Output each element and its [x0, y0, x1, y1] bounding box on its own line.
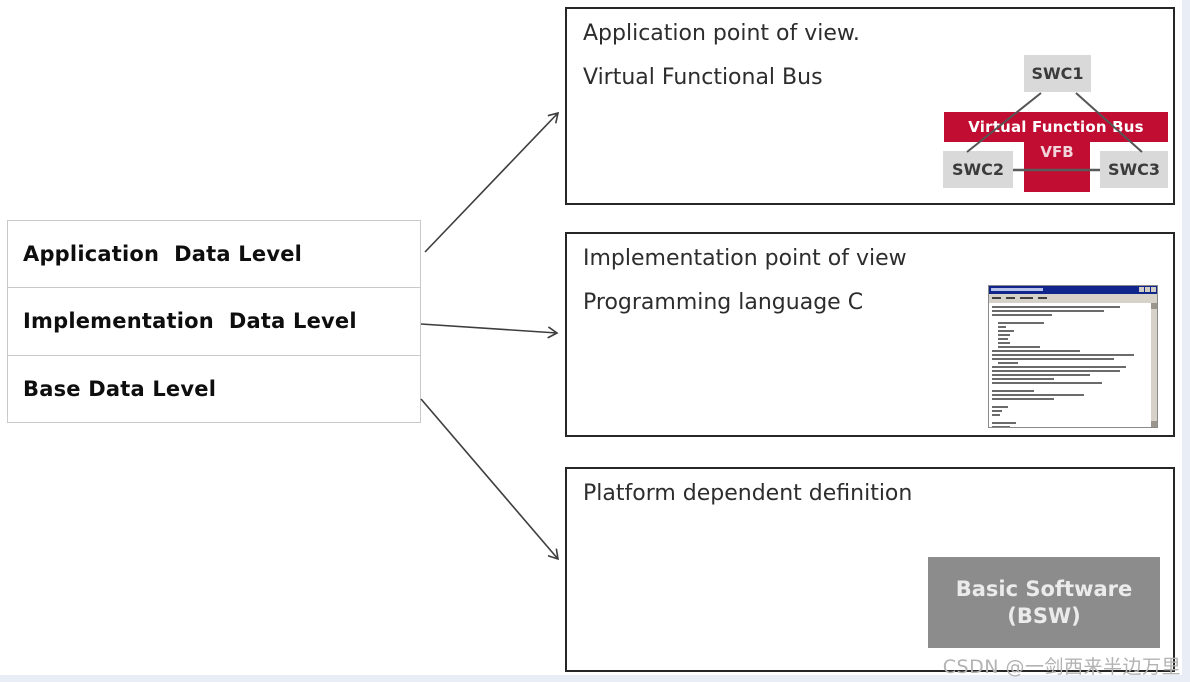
row-application-data-level: Application Data Level [8, 221, 420, 287]
notepad-scrollbar [1151, 303, 1157, 427]
arrow-base-level [420, 398, 558, 559]
swc3-box: SWC3 [1100, 151, 1168, 188]
implementation-data-level-label: Implementation Data Level [23, 309, 357, 334]
base-data-level-label: Base Data Level [23, 376, 217, 401]
application-view-box: Application point of view. Virtual Funct… [565, 7, 1175, 205]
swc1-label: SWC1 [1031, 64, 1084, 83]
page-edge-bottom [0, 675, 1190, 682]
notepad-code-area [989, 303, 1157, 427]
csdn-watermark: CSDN @一剑西来半边万里 [942, 656, 1181, 678]
implementation-view-title: Implementation point of view [583, 246, 907, 271]
application-view-subtitle: Virtual Functional Bus [583, 65, 823, 90]
basic-software-bsw-box: Basic Software (BSW) [928, 557, 1160, 648]
application-data-level-label: Application Data Level [23, 242, 303, 267]
platform-view-title: Platform dependent definition [583, 481, 913, 506]
notepad-title-text-blur [991, 288, 1043, 291]
bsw-label-line1: Basic Software [955, 576, 1133, 601]
arrow-implementation-level [420, 323, 557, 333]
virtual-function-bus-bar: Virtual Function Bus [944, 112, 1168, 142]
virtual-function-bus-label: Virtual Function Bus [968, 118, 1144, 136]
bsw-label-line2: (BSW) [1007, 603, 1081, 628]
vfb-label: VFB [1040, 143, 1074, 161]
notepad-menubar [989, 294, 1157, 303]
page-edge-right [1182, 0, 1190, 682]
row-implementation-data-level: Implementation Data Level [8, 287, 420, 354]
implementation-view-subtitle: Programming language C [583, 290, 864, 315]
swc2-label: SWC2 [951, 160, 1005, 179]
c-code-editor-thumbnail [988, 285, 1158, 428]
row-base-data-level: Base Data Level [8, 354, 420, 422]
notepad-window-buttons-icon [1139, 287, 1156, 292]
application-view-title: Application point of view. [583, 21, 860, 46]
data-level-panel: Application Data Level Implementation Da… [7, 220, 421, 423]
notepad-titlebar [989, 286, 1157, 294]
arrow-application-level [424, 113, 558, 253]
swc3-label: SWC3 [1107, 160, 1161, 179]
vfb-stem: VFB [1024, 142, 1090, 192]
swc1-box: SWC1 [1024, 55, 1091, 92]
swc2-box: SWC2 [943, 151, 1013, 188]
